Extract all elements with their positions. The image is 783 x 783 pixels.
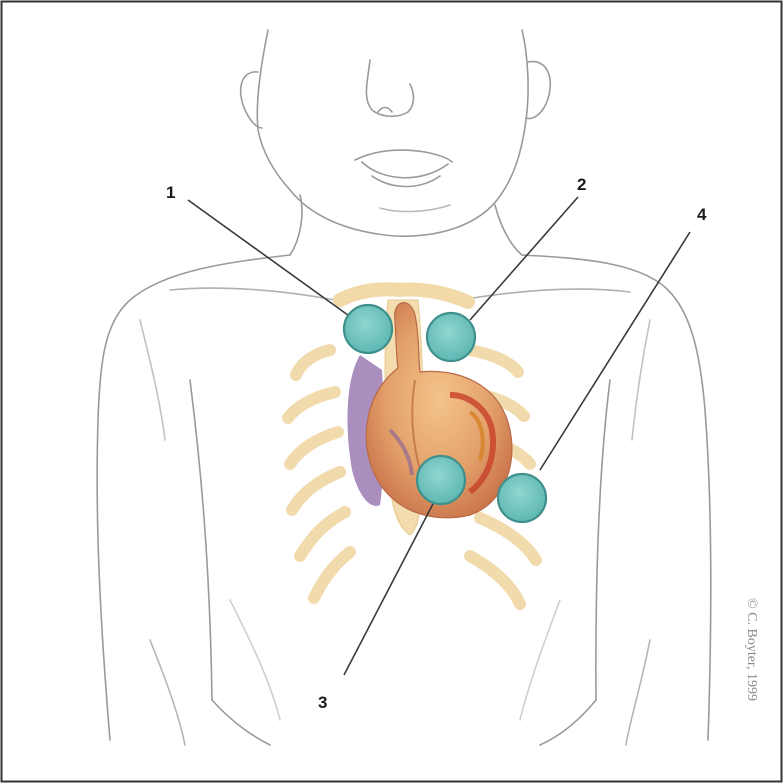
marker-4[interactable] bbox=[498, 474, 546, 522]
marker-2[interactable] bbox=[427, 313, 475, 361]
callout-label-1: 1 bbox=[166, 183, 175, 202]
callout-label-3: 3 bbox=[318, 693, 327, 712]
callout-label-4: 4 bbox=[697, 205, 707, 224]
marker-1[interactable] bbox=[344, 305, 392, 353]
copyright-text: © C. Boyter, 1999 bbox=[744, 598, 759, 701]
callout-label-2: 2 bbox=[577, 175, 586, 194]
marker-3[interactable] bbox=[417, 456, 465, 504]
